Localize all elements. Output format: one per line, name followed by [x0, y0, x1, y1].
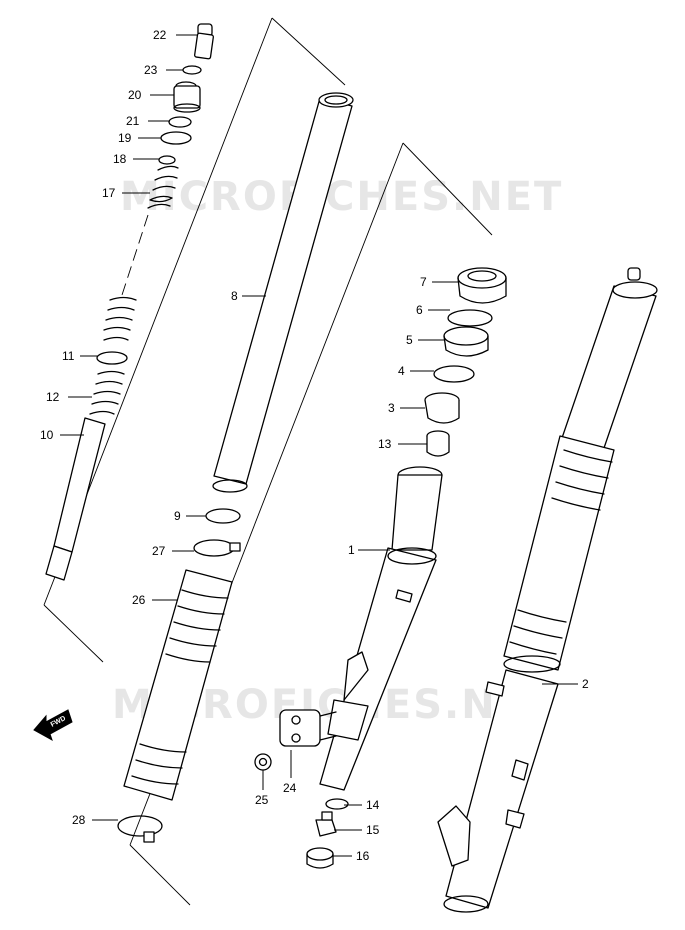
callout-17: 17 — [102, 186, 116, 200]
part-3-bushing — [424, 392, 460, 424]
part-15-bolt — [315, 811, 337, 837]
callout-1: 1 — [348, 543, 355, 557]
callout-14: 14 — [366, 798, 380, 812]
callout-6: 6 — [416, 303, 423, 317]
fwd-arrow-icon: FWD — [33, 709, 73, 742]
part-8-inner-tube — [212, 92, 354, 493]
callout-leaders — [60, 34, 578, 857]
callout-12: 12 — [46, 390, 60, 404]
part-17-spring-lower — [103, 296, 137, 341]
part-10-damper-rod — [45, 417, 106, 581]
callout-13: 13 — [378, 437, 392, 451]
part-26-dust-boot — [123, 569, 233, 801]
callout-10: 10 — [40, 428, 54, 442]
part-17-spring-upper — [147, 165, 179, 209]
part-16-cap — [306, 847, 334, 869]
part-2-fork-assembly — [437, 267, 658, 913]
part-4-washer — [433, 365, 475, 383]
callout-22: 22 — [153, 28, 167, 42]
callout-8: 8 — [231, 289, 238, 303]
callout-28: 28 — [72, 813, 86, 827]
callout-11: 11 — [62, 349, 75, 363]
callout-labels: 22 23 20 21 19 18 17 11 12 10 8 9 27 26 … — [40, 28, 589, 863]
part-1-outer-tube — [319, 466, 443, 791]
watermark-top: MICROFICHES.NET — [120, 174, 563, 220]
callout-5: 5 — [406, 333, 413, 347]
part-9-bushing — [205, 508, 241, 524]
part-7-oil-seal — [457, 267, 507, 304]
part-5-retainer — [443, 326, 489, 357]
callout-23: 23 — [144, 63, 158, 77]
callout-20: 20 — [128, 88, 142, 102]
part-12-rebound-spring — [89, 370, 125, 415]
callout-3: 3 — [388, 401, 395, 415]
callout-4: 4 — [398, 364, 405, 378]
callout-26: 26 — [132, 593, 146, 607]
part-18-spacer — [158, 155, 176, 165]
callout-16: 16 — [356, 849, 370, 863]
callout-2: 2 — [582, 677, 589, 691]
part-19-washer — [160, 131, 192, 145]
assembly-outline-left — [43, 17, 346, 663]
callout-18: 18 — [113, 152, 127, 166]
part-23-o-ring — [182, 65, 202, 75]
part-11-spacer-ring — [96, 351, 128, 365]
callout-15: 15 — [366, 823, 380, 837]
callout-7: 7 — [420, 275, 427, 289]
callout-9: 9 — [174, 509, 181, 523]
callout-25: 25 — [255, 793, 269, 807]
callout-21: 21 — [126, 114, 140, 128]
part-25-nut — [254, 753, 272, 771]
part-14-gasket — [325, 798, 349, 810]
callout-19: 19 — [118, 131, 132, 145]
callout-27: 27 — [152, 544, 166, 558]
spring-center-line — [121, 214, 149, 296]
assembly-outline-right — [129, 142, 493, 906]
part-6-stopper-ring — [447, 309, 493, 327]
callout-24: 24 — [283, 781, 297, 795]
part-27-clamp — [193, 539, 241, 557]
part-13-piece — [426, 430, 450, 457]
part-20-adjuster — [173, 81, 201, 113]
part-21-circlip — [168, 116, 192, 128]
part-28-clamp — [117, 815, 163, 843]
part-24-axle-holder — [279, 709, 337, 747]
part-22-cap — [194, 23, 214, 60]
